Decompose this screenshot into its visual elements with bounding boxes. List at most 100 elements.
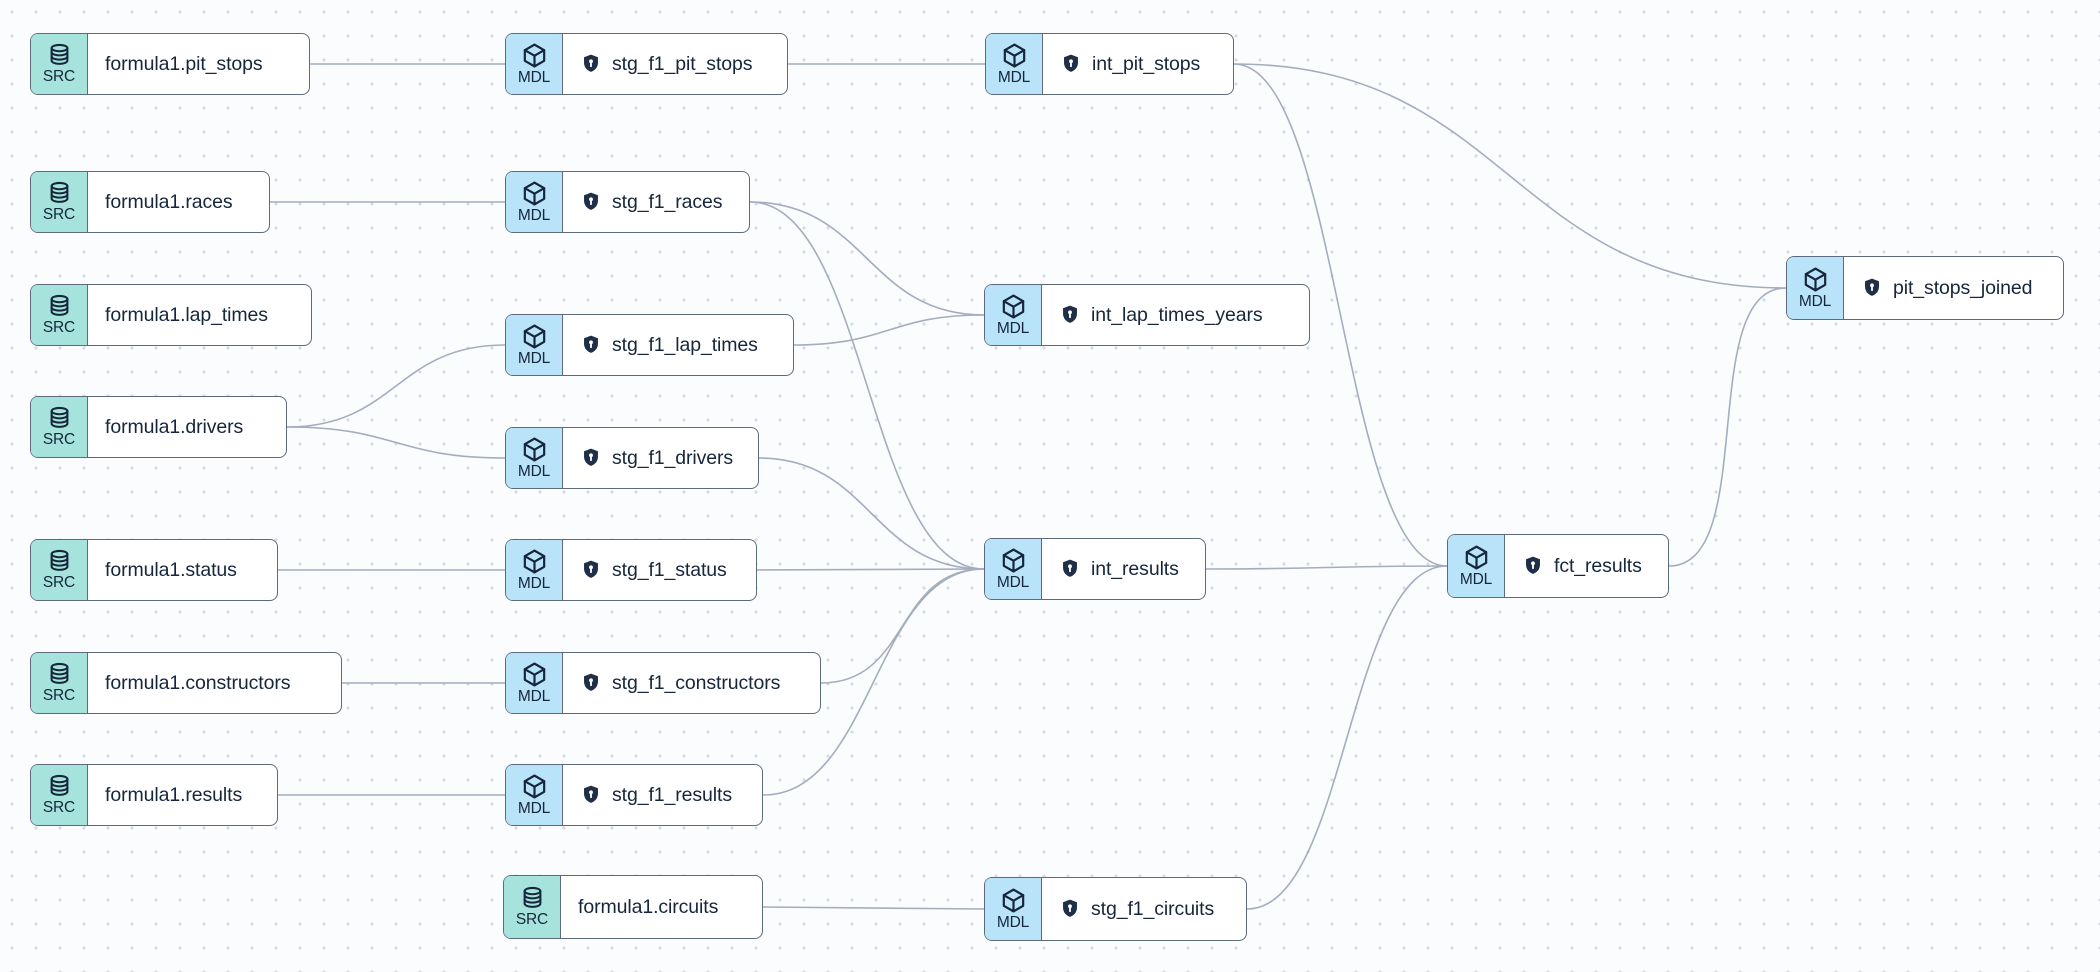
shield-lock-icon bbox=[1861, 277, 1883, 299]
edge-src_drivers-to-stg_drivers bbox=[286, 426, 506, 459]
shield-lock-icon bbox=[1059, 304, 1081, 326]
database-icon bbox=[46, 548, 73, 575]
node-type-label: SRC bbox=[42, 574, 76, 591]
node-fct_results[interactable]: MDL fct_results bbox=[1447, 534, 1669, 598]
edge-stg_drivers-to-int_results bbox=[758, 457, 985, 570]
edge-int_pit_stops-to-pit_stops_joined bbox=[1233, 63, 1787, 289]
edge-stg_races-to-int_results bbox=[749, 201, 985, 570]
node-body: formula1.constructors bbox=[88, 653, 341, 713]
node-src_circuits[interactable]: SRC formula1.circuits bbox=[503, 875, 763, 939]
node-stg_drivers[interactable]: MDL stg_f1_drivers bbox=[505, 427, 759, 489]
node-stg_results[interactable]: MDL stg_f1_results bbox=[505, 764, 763, 826]
node-stg_lap_times[interactable]: MDL stg_f1_lap_times bbox=[505, 314, 794, 376]
node-label: pit_stops_joined bbox=[1893, 276, 2033, 299]
shield-lock-icon bbox=[580, 784, 602, 806]
node-body: stg_f1_races bbox=[563, 172, 749, 232]
node-label: stg_f1_races bbox=[612, 190, 723, 213]
node-type-badge: MDL bbox=[506, 540, 563, 600]
node-body: formula1.pit_stops bbox=[88, 34, 309, 94]
node-int_pit_stops[interactable]: MDL int_pit_stops bbox=[985, 33, 1234, 95]
node-type-label: MDL bbox=[996, 320, 1030, 337]
node-type-badge: SRC bbox=[31, 34, 88, 94]
node-type-label: MDL bbox=[996, 914, 1030, 931]
node-src_races[interactable]: SRC formula1.races bbox=[30, 171, 270, 233]
node-type-label: SRC bbox=[42, 687, 76, 704]
node-src_results[interactable]: SRC formula1.results bbox=[30, 764, 278, 826]
node-src_pit_stops[interactable]: SRC formula1.pit_stops bbox=[30, 33, 310, 95]
node-label: int_lap_times_years bbox=[1091, 303, 1263, 326]
node-type-badge: MDL bbox=[985, 285, 1042, 345]
database-icon bbox=[519, 885, 546, 912]
node-body: stg_f1_lap_times bbox=[563, 315, 793, 375]
cube-icon bbox=[520, 547, 549, 576]
shield-lock-icon bbox=[1060, 53, 1082, 75]
node-type-badge: SRC bbox=[31, 397, 88, 457]
node-stg_circuits[interactable]: MDL stg_f1_circuits bbox=[984, 877, 1247, 941]
cube-icon bbox=[520, 772, 549, 801]
node-label: formula1.results bbox=[105, 783, 243, 806]
node-label: formula1.drivers bbox=[105, 415, 244, 438]
edge-src_circuits-to-stg_circuits bbox=[762, 906, 985, 910]
node-int_lap_times_years[interactable]: MDL int_lap_times_years bbox=[984, 284, 1310, 346]
node-label: formula1.pit_stops bbox=[105, 52, 263, 75]
node-type-label: MDL bbox=[517, 463, 551, 480]
shield-lock-icon bbox=[580, 447, 602, 469]
node-body: stg_f1_pit_stops bbox=[563, 34, 787, 94]
node-type-badge: MDL bbox=[985, 539, 1042, 599]
node-stg_races[interactable]: MDL stg_f1_races bbox=[505, 171, 750, 233]
node-label: int_results bbox=[1091, 557, 1179, 580]
node-body: formula1.results bbox=[88, 765, 277, 825]
shield-lock-icon bbox=[580, 191, 602, 213]
cube-icon bbox=[1462, 543, 1491, 572]
node-type-label: MDL bbox=[517, 207, 551, 224]
node-label: formula1.status bbox=[105, 558, 237, 581]
node-src_drivers[interactable]: SRC formula1.drivers bbox=[30, 396, 287, 458]
shield-lock-icon bbox=[1059, 898, 1081, 920]
node-stg_status[interactable]: MDL stg_f1_status bbox=[505, 539, 757, 601]
cube-icon bbox=[520, 41, 549, 70]
shield-lock-icon bbox=[580, 334, 602, 356]
node-type-badge: SRC bbox=[31, 285, 88, 345]
cube-icon bbox=[999, 546, 1028, 575]
node-type-label: MDL bbox=[517, 688, 551, 705]
edge-stg_lap_times-to-int_lap_times_years bbox=[793, 314, 985, 346]
node-label: stg_f1_pit_stops bbox=[612, 52, 753, 75]
node-type-label: MDL bbox=[1798, 293, 1832, 310]
node-type-label: MDL bbox=[517, 575, 551, 592]
database-icon bbox=[46, 42, 73, 69]
node-body: formula1.lap_times bbox=[88, 285, 311, 345]
cube-icon bbox=[520, 435, 549, 464]
node-body: formula1.races bbox=[88, 172, 269, 232]
node-body: int_lap_times_years bbox=[1042, 285, 1309, 345]
node-label: stg_f1_lap_times bbox=[612, 333, 758, 356]
node-type-badge: MDL bbox=[506, 34, 563, 94]
database-icon bbox=[46, 180, 73, 207]
node-type-label: MDL bbox=[997, 69, 1031, 86]
node-stg_constructors[interactable]: MDL stg_f1_constructors bbox=[505, 652, 821, 714]
node-type-label: MDL bbox=[517, 69, 551, 86]
node-type-badge: SRC bbox=[31, 653, 88, 713]
node-type-label: MDL bbox=[996, 574, 1030, 591]
node-label: stg_f1_circuits bbox=[1091, 897, 1215, 920]
node-type-badge: MDL bbox=[506, 428, 563, 488]
node-src_status[interactable]: SRC formula1.status bbox=[30, 539, 278, 601]
node-int_results[interactable]: MDL int_results bbox=[984, 538, 1206, 600]
node-type-badge: MDL bbox=[506, 653, 563, 713]
node-src_constructors[interactable]: SRC formula1.constructors bbox=[30, 652, 342, 714]
edge-stg_races-to-int_lap_times_years bbox=[749, 201, 985, 316]
node-label: int_pit_stops bbox=[1092, 52, 1201, 75]
node-type-label: MDL bbox=[517, 800, 551, 817]
node-body: pit_stops_joined bbox=[1844, 257, 2063, 319]
node-stg_pit_stops[interactable]: MDL stg_f1_pit_stops bbox=[505, 33, 788, 95]
node-type-label: MDL bbox=[517, 350, 551, 367]
cube-icon bbox=[520, 660, 549, 689]
node-body: stg_f1_results bbox=[563, 765, 762, 825]
node-body: stg_f1_circuits bbox=[1042, 878, 1246, 940]
node-src_lap_times[interactable]: SRC formula1.lap_times bbox=[30, 284, 312, 346]
node-pit_stops_joined[interactable]: MDL pit_stops_joined bbox=[1786, 256, 2064, 320]
shield-lock-icon bbox=[1059, 558, 1081, 580]
node-type-label: SRC bbox=[42, 431, 76, 448]
node-label: stg_f1_drivers bbox=[612, 446, 734, 469]
